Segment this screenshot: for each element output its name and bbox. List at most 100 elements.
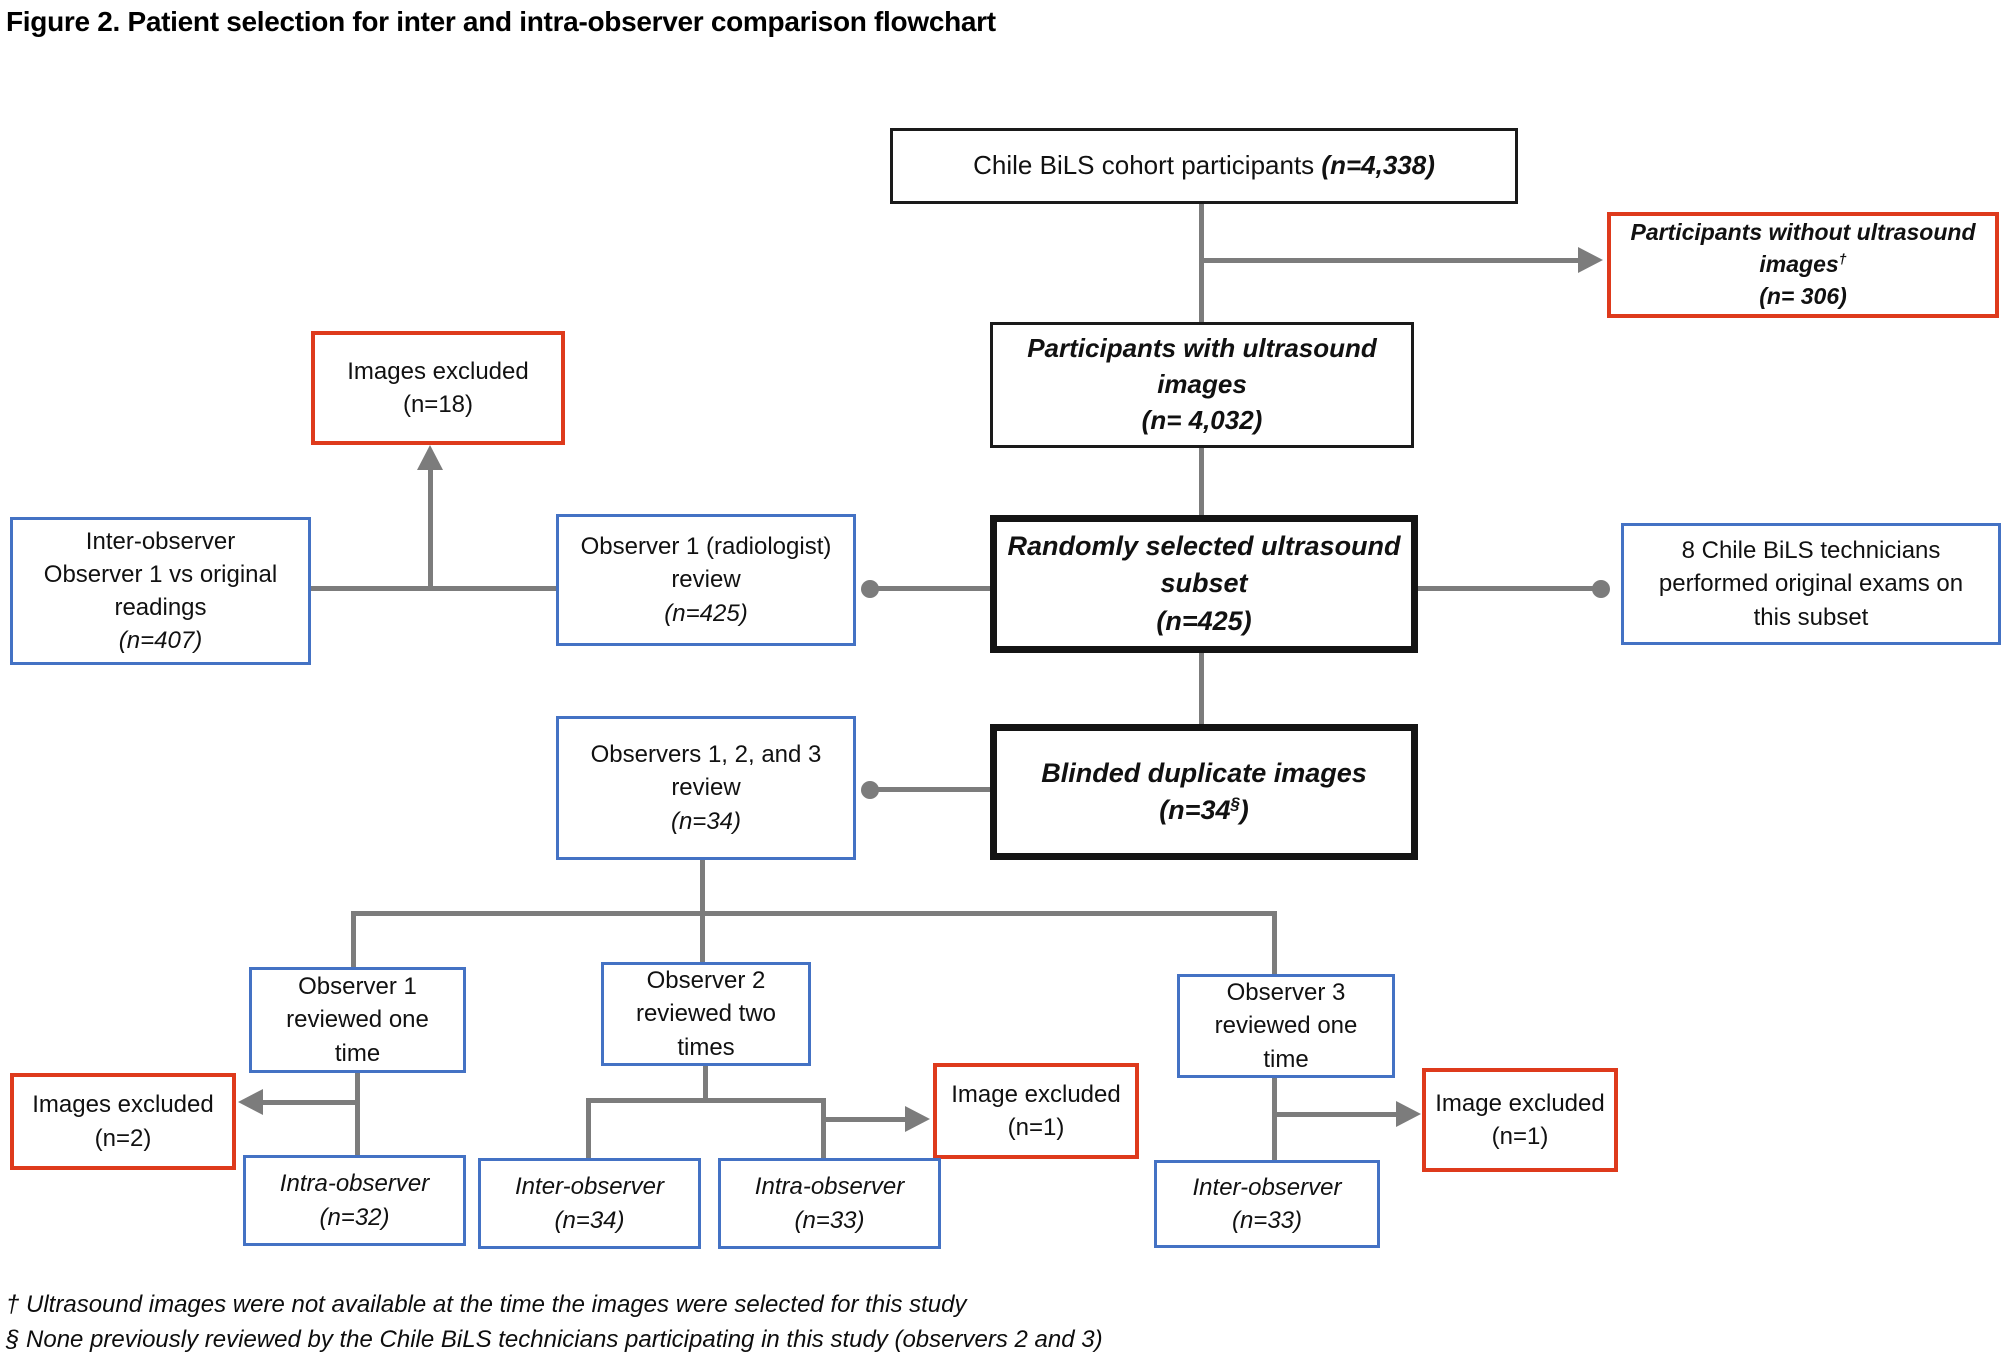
node-label: reviewed one bbox=[286, 1006, 429, 1034]
node-label: (n=34§) bbox=[1159, 794, 1249, 825]
flow-line bbox=[311, 586, 556, 591]
node-label: 8 Chile BiLS technicians bbox=[1681, 537, 1941, 565]
node-label: performed original exams on bbox=[1658, 570, 1964, 598]
node-label: Images excluded bbox=[347, 357, 529, 385]
node-label: Inter-observer bbox=[515, 1173, 664, 1201]
flow-line bbox=[355, 1073, 360, 1156]
node-label: Intra-observer bbox=[754, 1173, 905, 1201]
flow-line bbox=[428, 468, 433, 591]
flow-line bbox=[875, 787, 990, 792]
node-label: (n=18) bbox=[402, 391, 474, 418]
node-label: Participants without ultrasound bbox=[1630, 219, 1976, 246]
flow-line bbox=[1199, 653, 1204, 724]
node-label: readings bbox=[114, 594, 207, 621]
dot-terminator-icon bbox=[1592, 580, 1610, 598]
node-label: review bbox=[671, 774, 741, 802]
node-observer3: Observer 3 reviewed one time bbox=[1177, 974, 1395, 1078]
node-label: subset bbox=[1160, 568, 1248, 599]
node-label: (n=1) bbox=[1007, 1114, 1065, 1141]
node-label: Participants with ultrasound bbox=[1027, 333, 1377, 364]
node-label: Image excluded bbox=[951, 1080, 1121, 1108]
arrow-head-icon bbox=[1396, 1101, 1421, 1127]
node-inter-observer-34: Inter-observer (n=34) bbox=[478, 1158, 701, 1249]
flow-line bbox=[351, 911, 356, 968]
node-label: Observer 1 bbox=[298, 973, 417, 1001]
dot-terminator-icon bbox=[861, 580, 879, 598]
flow-line bbox=[351, 911, 1277, 916]
node-label: Observer 3 bbox=[1226, 979, 1346, 1007]
node-label: (n=425) bbox=[1156, 605, 1252, 636]
node-participants-without-ultrasound: Participants without ultrasound images† … bbox=[1607, 212, 1999, 318]
node-images-excluded-2: Images excluded (n=2) bbox=[10, 1073, 236, 1170]
node-intra-observer-33: Intra-observer (n=33) bbox=[718, 1158, 941, 1249]
flow-line bbox=[1272, 1078, 1277, 1161]
node-label: (n=33) bbox=[794, 1206, 865, 1234]
node-image-excluded-right: Image excluded (n=1) bbox=[1422, 1068, 1618, 1172]
node-label: time bbox=[334, 1039, 381, 1067]
node-label: (n= 306) bbox=[1759, 282, 1847, 309]
node-observer1-review: Observer 1 (radiologist) review (n=425) bbox=[556, 514, 856, 646]
flow-line bbox=[1274, 1112, 1398, 1117]
flow-line bbox=[823, 1117, 907, 1122]
node-label: Blinded duplicate images bbox=[1041, 757, 1367, 788]
dot-terminator-icon bbox=[861, 781, 879, 799]
node-label: reviewed one bbox=[1214, 1012, 1358, 1040]
node-observers-123-review: Observers 1, 2, and 3 review (n=34) bbox=[556, 716, 856, 860]
node-random-subset: Randomly selected ultrasound subset (n=4… bbox=[990, 515, 1418, 653]
node-technicians: 8 Chile BiLS technicians performed origi… bbox=[1621, 523, 2001, 645]
node-label: review bbox=[671, 566, 741, 594]
node-label: (n=407) bbox=[118, 627, 203, 655]
node-label: (n=2) bbox=[94, 1124, 152, 1152]
node-label: Observer 1 (radiologist) bbox=[580, 533, 832, 561]
node-label: images bbox=[1157, 369, 1247, 400]
node-label: (n=32) bbox=[319, 1203, 390, 1231]
node-label: time bbox=[1263, 1045, 1309, 1073]
node-label: Intra-observer bbox=[279, 1170, 430, 1198]
node-label: Observer 2 bbox=[646, 967, 766, 995]
flow-line bbox=[1199, 204, 1204, 324]
flow-line bbox=[586, 1098, 591, 1159]
flow-line bbox=[1418, 586, 1600, 591]
arrow-head-icon bbox=[417, 445, 443, 470]
flow-line bbox=[821, 1098, 826, 1159]
node-images-excluded-18: Images excluded (n=18) bbox=[311, 331, 565, 445]
flow-line bbox=[875, 586, 990, 591]
node-label: Inter-observer bbox=[85, 527, 236, 555]
node-label: this subset bbox=[1753, 603, 1869, 631]
node-label: Image excluded bbox=[1435, 1089, 1605, 1117]
node-cohort: Chile BiLS cohort participants (n=4,338) bbox=[890, 128, 1518, 204]
arrow-head-icon bbox=[1578, 247, 1603, 273]
node-observer1: Observer 1 reviewed one time bbox=[249, 967, 466, 1073]
node-blinded-duplicates: Blinded duplicate images (n=34§) bbox=[990, 724, 1418, 860]
node-label: (n=34) bbox=[670, 807, 742, 835]
footnote-dagger: † Ultrasound images were not available a… bbox=[6, 1291, 967, 1318]
arrow-head-icon bbox=[905, 1106, 930, 1132]
node-inter-observer-33: Inter-observer (n=33) bbox=[1154, 1160, 1380, 1248]
node-label: (n=33) bbox=[1231, 1207, 1303, 1234]
flow-line bbox=[260, 1100, 358, 1105]
footnote-section: § None previously reviewed by the Chile … bbox=[6, 1325, 1103, 1353]
node-label: times bbox=[677, 1033, 735, 1061]
node-participants-with-ultrasound: Participants with ultrasound images (n= … bbox=[990, 322, 1414, 448]
node-label: (n= 4,032) bbox=[1141, 404, 1263, 435]
node-label: (n=425) bbox=[664, 599, 748, 627]
flow-line bbox=[586, 1098, 826, 1103]
node-label: Observer 1 vs original bbox=[43, 560, 278, 588]
node-intra-observer-32: Intra-observer (n=32) bbox=[243, 1155, 466, 1246]
node-label: Images excluded bbox=[32, 1091, 214, 1119]
footnotes: † Ultrasound images were not available a… bbox=[6, 1288, 1103, 1354]
flow-line bbox=[1272, 911, 1277, 975]
node-label: images† bbox=[1759, 251, 1847, 278]
node-inter-observer-407: Inter-observer Observer 1 vs original re… bbox=[10, 517, 311, 665]
flow-line bbox=[1199, 448, 1204, 516]
node-observer2: Observer 2 reviewed two times bbox=[601, 962, 811, 1066]
node-label: Observers 1, 2, and 3 bbox=[590, 741, 822, 769]
node-label: Chile BiLS cohort participants (n=4,338) bbox=[973, 150, 1435, 181]
node-label: (n=1) bbox=[1491, 1123, 1549, 1150]
node-label: reviewed two bbox=[635, 1000, 777, 1028]
node-label: Randomly selected ultrasound bbox=[1007, 531, 1401, 562]
node-label: (n=34) bbox=[554, 1206, 625, 1234]
flow-line bbox=[1202, 258, 1580, 263]
arrow-head-icon bbox=[238, 1089, 263, 1115]
